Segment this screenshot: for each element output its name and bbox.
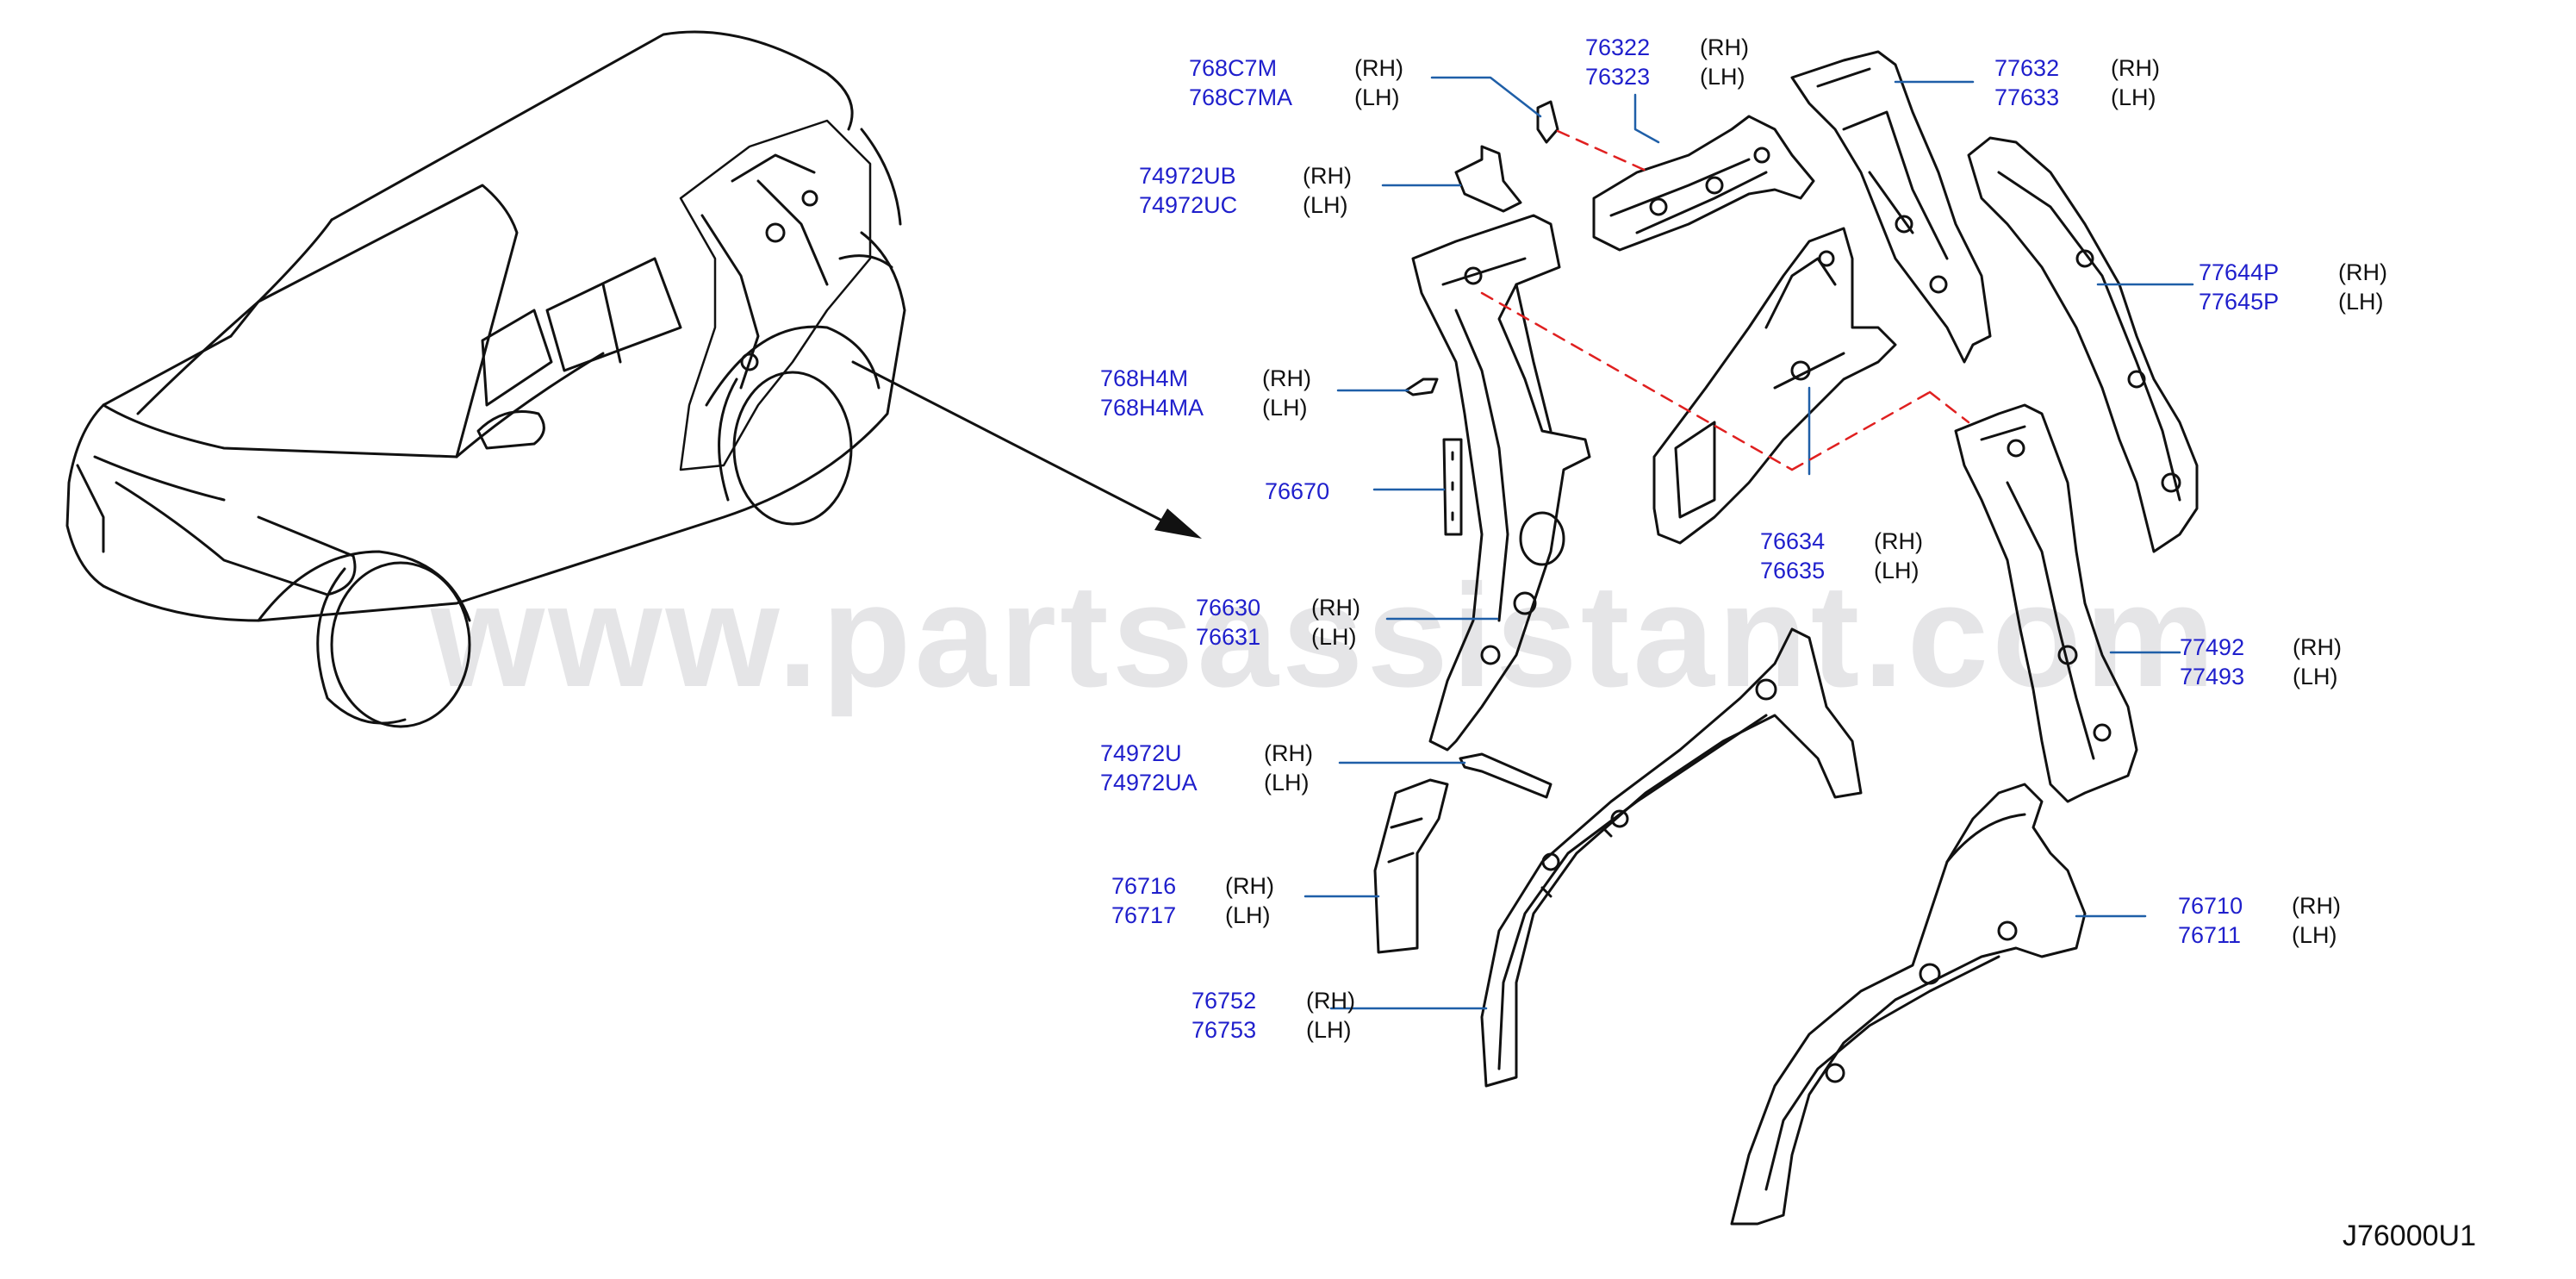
part-number-lh: 77645P (2199, 289, 2280, 315)
side-lh: (LH) (2292, 922, 2337, 948)
side-rh: (RH) (2111, 55, 2160, 81)
side-lh: (LH) (2111, 84, 2156, 110)
side-lh: (LH) (1311, 624, 1357, 650)
part-number-rh: 768C7M (1189, 55, 1278, 81)
vehicle-illustration (65, 30, 1191, 728)
side-rh: (RH) (1306, 988, 1355, 1014)
side-rh: (RH) (1700, 34, 1749, 60)
part-number-lh: 76717 (1111, 902, 1177, 928)
part-number-rh: 768H4M (1100, 365, 1189, 391)
part-768C7M (1536, 100, 1559, 144)
side-lh: (LH) (1225, 902, 1271, 928)
part-number-lh: 768H4MA (1100, 395, 1204, 421)
part-number: 76670 (1265, 478, 1330, 504)
assembly-connectors (1480, 129, 1970, 471)
side-rh: (RH) (2293, 634, 2342, 660)
side-rh: (RH) (1354, 55, 1403, 81)
part-number-lh: 76711 (2178, 922, 2242, 948)
part-76630 (1411, 214, 1591, 752)
side-rh: (RH) (1303, 163, 1352, 189)
part-74972U (1459, 752, 1552, 799)
part-77632 (1790, 50, 1992, 364)
part-number-rh: 76710 (2178, 893, 2243, 919)
part-number-rh: 76752 (1192, 988, 1257, 1014)
part-76634 (1652, 227, 1897, 545)
part-number-lh: 77633 (1994, 84, 2060, 110)
side-rh: (RH) (1264, 740, 1313, 766)
part-76752 (1480, 627, 1863, 1088)
part-number-lh: 76753 (1192, 1017, 1257, 1043)
part-74972UB (1454, 145, 1522, 213)
side-lh: (LH) (1874, 558, 1920, 583)
part-76716 (1373, 778, 1449, 954)
part-number-lh: 74972UC (1139, 192, 1238, 218)
part-number-lh: 74972UA (1100, 770, 1198, 795)
part-number-rh: 77492 (2180, 634, 2245, 660)
side-rh: (RH) (1225, 873, 1274, 899)
part-number-rh: 76630 (1196, 595, 1261, 621)
side-rh: (RH) (1262, 365, 1311, 391)
part-76710 (1730, 783, 2087, 1226)
part-77644P (1967, 136, 2199, 553)
side-lh: (LH) (1306, 1017, 1352, 1043)
part-number-rh: 77632 (1994, 55, 2060, 81)
part-number-lh: 768C7MA (1189, 84, 1293, 110)
part-number-lh: 76635 (1760, 558, 1826, 583)
side-lh: (LH) (1354, 84, 1400, 110)
part-77492 (1954, 403, 2138, 803)
part-76670 (1442, 438, 1463, 536)
side-rh: (RH) (1311, 595, 1360, 621)
part-number-rh: 76322 (1585, 34, 1651, 60)
side-rh: (RH) (2338, 259, 2387, 285)
watermark: www.partsassistant.com (431, 554, 2219, 718)
part-number-lh: 76323 (1585, 64, 1651, 90)
part-number-lh: 77493 (2180, 664, 2245, 689)
side-lh: (LH) (2293, 664, 2338, 689)
pointer-arrowhead (1154, 508, 1202, 539)
part-number-lh: 76631 (1196, 624, 1261, 650)
diagram-code: J76000U1 (2342, 1220, 2476, 1252)
part-number-rh: 76634 (1760, 528, 1826, 554)
leader-lines (1304, 76, 2194, 1010)
side-lh: (LH) (1262, 395, 1308, 421)
side-lh: (LH) (1264, 770, 1310, 795)
part-number-rh: 74972UB (1139, 163, 1236, 189)
side-rh: (RH) (1874, 528, 1923, 554)
part-number-rh: 74972U (1100, 740, 1182, 766)
part-number-rh: 77644P (2199, 259, 2280, 285)
side-lh: (LH) (1700, 64, 1745, 90)
part-number-rh: 76716 (1111, 873, 1177, 899)
side-lh: (LH) (2338, 289, 2384, 315)
side-lh: (LH) (1303, 192, 1348, 218)
part-76322 (1592, 115, 1815, 252)
part-768H4M (1404, 377, 1439, 396)
side-rh: (RH) (2292, 893, 2341, 919)
